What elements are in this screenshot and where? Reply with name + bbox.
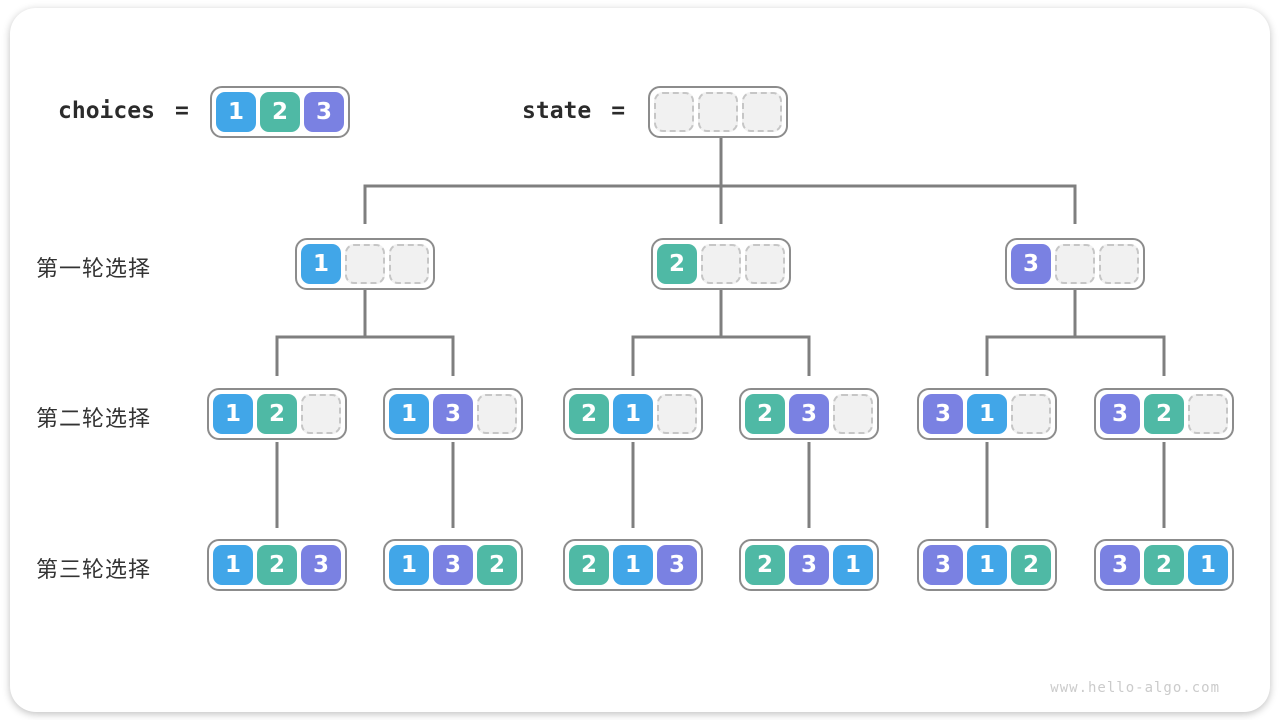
choices-equals-sign: = — [174, 98, 189, 124]
value-cell: 1 — [213, 394, 253, 434]
row-label-round-3: 第三轮选择 — [36, 557, 152, 582]
empty-cell — [1099, 244, 1139, 284]
value-cell: 1 — [301, 244, 341, 284]
watermark: www.hello-algo.com — [1050, 680, 1220, 696]
value-cell: 2 — [1144, 394, 1184, 434]
value-cell: 1 — [967, 394, 1007, 434]
value-cell: 1 — [613, 394, 653, 434]
value-cell: 1 — [833, 545, 873, 585]
value-cell: 1 — [213, 545, 253, 585]
value-cell: 3 — [433, 545, 473, 585]
value-cell: 2 — [745, 545, 785, 585]
value-cell: 2 — [477, 545, 517, 585]
empty-cell — [701, 244, 741, 284]
state-node-round1-1: 1 — [295, 238, 435, 290]
empty-cell — [1011, 394, 1051, 434]
empty-cell — [345, 244, 385, 284]
value-cell: 1 — [613, 545, 653, 585]
state-equals-sign: = — [611, 98, 626, 124]
value-cell: 1 — [389, 394, 429, 434]
value-cell: 3 — [433, 394, 473, 434]
empty-cell — [1188, 394, 1228, 434]
value-cell: 3 — [1100, 394, 1140, 434]
value-cell: 1 — [389, 545, 429, 585]
value-cell: 3 — [301, 545, 341, 585]
row-label-round-1: 第一轮选择 — [36, 256, 152, 281]
value-cell: 3 — [923, 394, 963, 434]
empty-cell — [742, 92, 782, 132]
state-array — [648, 86, 788, 138]
value-cell: 3 — [1011, 244, 1051, 284]
card-background — [10, 8, 1270, 712]
state-node-round1-3: 3 — [1005, 238, 1145, 290]
choices-label-text: choices — [58, 98, 155, 124]
value-cell: 2 — [257, 394, 297, 434]
value-cell: 2 — [260, 92, 300, 132]
empty-cell — [301, 394, 341, 434]
value-cell: 2 — [257, 545, 297, 585]
value-cell: 2 — [657, 244, 697, 284]
empty-cell — [657, 394, 697, 434]
value-cell: 3 — [657, 545, 697, 585]
empty-cell — [654, 92, 694, 132]
empty-cell — [745, 244, 785, 284]
row-label-round-2: 第二轮选择 — [36, 406, 152, 431]
value-cell: 3 — [789, 394, 829, 434]
state-label-text: state — [522, 98, 592, 124]
value-cell: 2 — [745, 394, 785, 434]
choices-label: choices = — [58, 98, 189, 124]
empty-cell — [833, 394, 873, 434]
value-cell: 2 — [569, 545, 609, 585]
empty-cell — [698, 92, 738, 132]
value-cell: 3 — [923, 545, 963, 585]
empty-cell — [389, 244, 429, 284]
empty-cell — [1055, 244, 1095, 284]
state-label: state = — [522, 98, 625, 124]
value-cell: 3 — [304, 92, 344, 132]
value-cell: 3 — [789, 545, 829, 585]
value-cell: 1 — [967, 545, 1007, 585]
value-cell: 3 — [1100, 545, 1140, 585]
value-cell: 2 — [1011, 545, 1051, 585]
empty-cell — [477, 394, 517, 434]
value-cell: 1 — [1188, 545, 1228, 585]
value-cell: 2 — [569, 394, 609, 434]
value-cell: 1 — [216, 92, 256, 132]
state-node-round1-2: 2 — [651, 238, 791, 290]
value-cell: 2 — [1144, 545, 1184, 585]
